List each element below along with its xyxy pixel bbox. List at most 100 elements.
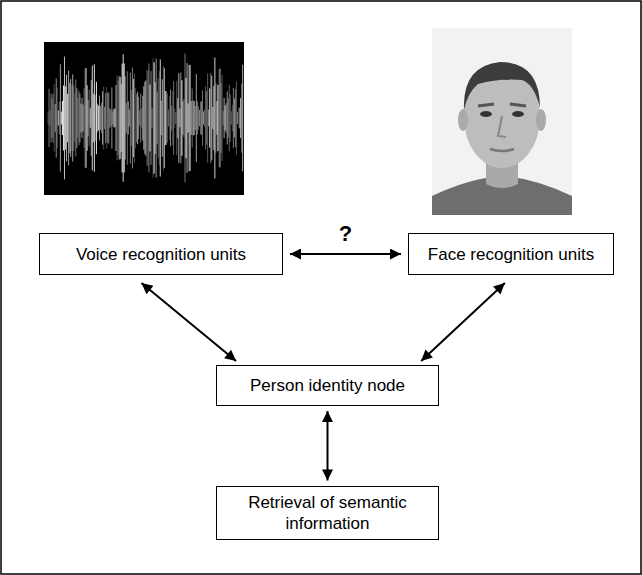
spectrogram-band	[178, 73, 179, 163]
spectrogram-band	[63, 85, 64, 150]
spectrogram-band	[223, 111, 224, 125]
spectrogram-band	[204, 109, 205, 126]
spectrogram-ground	[44, 42, 244, 195]
spectrogram-band	[194, 101, 195, 135]
spectrogram-band	[120, 77, 121, 159]
spectrogram-band	[205, 86, 206, 149]
spectrogram-band	[173, 81, 174, 155]
spectrogram-band	[62, 101, 63, 135]
spectrogram-band	[163, 66, 164, 170]
connector-arrow	[290, 253, 401, 255]
spectrogram-band	[138, 97, 139, 139]
spectrogram-band	[78, 91, 79, 146]
spectrogram-band	[65, 86, 66, 149]
spectrogram-band	[87, 85, 88, 151]
spectrogram-band	[148, 64, 149, 173]
spectrogram-band	[154, 62, 155, 173]
spectrogram-band	[149, 85, 150, 152]
spectrogram-band	[206, 91, 207, 145]
spectrogram-band	[137, 92, 138, 144]
spectrogram-band	[96, 82, 97, 155]
spectrogram-band	[131, 90, 132, 146]
spectrogram-band	[202, 90, 203, 146]
spectrogram-band	[196, 74, 197, 162]
box-label: Person identity node	[250, 375, 405, 396]
spectrogram-band	[98, 106, 99, 131]
spectrogram-band	[203, 112, 204, 125]
spectrogram-band	[169, 96, 170, 140]
spectrogram-band	[166, 91, 167, 145]
spectrogram-band	[231, 111, 232, 124]
spectrogram-band	[104, 107, 105, 129]
spectrogram-band	[95, 95, 96, 141]
spectrogram-band	[88, 100, 89, 137]
spectrogram-band	[232, 105, 233, 132]
spectrogram-band	[52, 98, 53, 138]
spectrogram-band	[61, 112, 62, 125]
spectrogram-band	[118, 81, 119, 155]
spectrogram-band	[139, 110, 140, 125]
spectrogram-band	[222, 75, 223, 161]
spectrogram-band	[207, 73, 208, 162]
spectrogram-band	[159, 71, 160, 165]
spectrogram-band	[161, 101, 162, 135]
spectrogram-band	[48, 112, 49, 124]
spectrogram-band	[239, 108, 240, 129]
spectrogram-band	[127, 71, 128, 164]
spectrogram-band	[143, 86, 144, 149]
spectrogram-band	[187, 63, 188, 173]
spectrogram-band	[69, 83, 70, 153]
spectrogram-band	[132, 68, 133, 169]
process-box: Voice recognition units	[39, 233, 283, 275]
spectrogram-band	[53, 94, 54, 143]
spectrogram-band	[97, 104, 98, 132]
spectrogram-band	[108, 92, 109, 143]
spectrogram-band	[73, 85, 74, 151]
spectrogram-band	[60, 64, 61, 172]
spectrogram-band	[229, 85, 230, 152]
spectrogram-band	[190, 65, 191, 171]
face-photo	[432, 28, 572, 215]
spectrogram-band	[121, 84, 122, 152]
spectrogram-band	[55, 104, 56, 132]
spectrogram-band	[51, 94, 52, 143]
spectrogram-band	[153, 58, 154, 178]
photo-eye	[512, 111, 524, 117]
spectrogram-band	[174, 108, 175, 128]
spectrogram-band	[221, 83, 222, 152]
spectrogram-band	[215, 83, 216, 153]
spectrogram-band	[172, 91, 173, 145]
spectrogram-band	[212, 107, 213, 129]
spectrogram-band	[76, 88, 77, 148]
spectrogram-band	[93, 94, 94, 143]
spectrogram-band	[201, 101, 202, 134]
process-box: Retrieval of semantic information	[216, 486, 439, 540]
spectrogram-band	[49, 89, 50, 147]
spectrogram-band	[70, 79, 71, 157]
spectrogram-band	[122, 64, 123, 173]
spectrogram-band	[242, 65, 243, 171]
spectrogram-band	[164, 68, 165, 168]
spectrogram-band	[128, 101, 129, 134]
spectrogram-band	[171, 106, 172, 131]
spectrogram-band	[133, 79, 134, 157]
spectrogram-band	[183, 99, 184, 138]
spectrogram-band	[66, 75, 67, 162]
spectrogram-band	[157, 92, 158, 145]
spectrogram-band	[186, 78, 187, 158]
spectrogram-band	[94, 64, 95, 171]
voice-spectrogram	[44, 42, 244, 195]
spectrogram-band	[170, 90, 171, 147]
connector-arrow	[141, 283, 236, 361]
spectrogram-band	[175, 112, 176, 124]
spectrogram-band	[198, 106, 199, 129]
photo-ear	[458, 109, 468, 131]
spectrogram-band	[211, 76, 212, 161]
spectrogram-band	[110, 110, 111, 126]
box-label: Retrieval of semantic information	[228, 492, 427, 534]
spectrogram-band	[218, 69, 219, 167]
spectrogram-band	[85, 68, 86, 167]
box-label: Face recognition units	[428, 244, 594, 265]
spectrogram-band	[145, 80, 146, 155]
